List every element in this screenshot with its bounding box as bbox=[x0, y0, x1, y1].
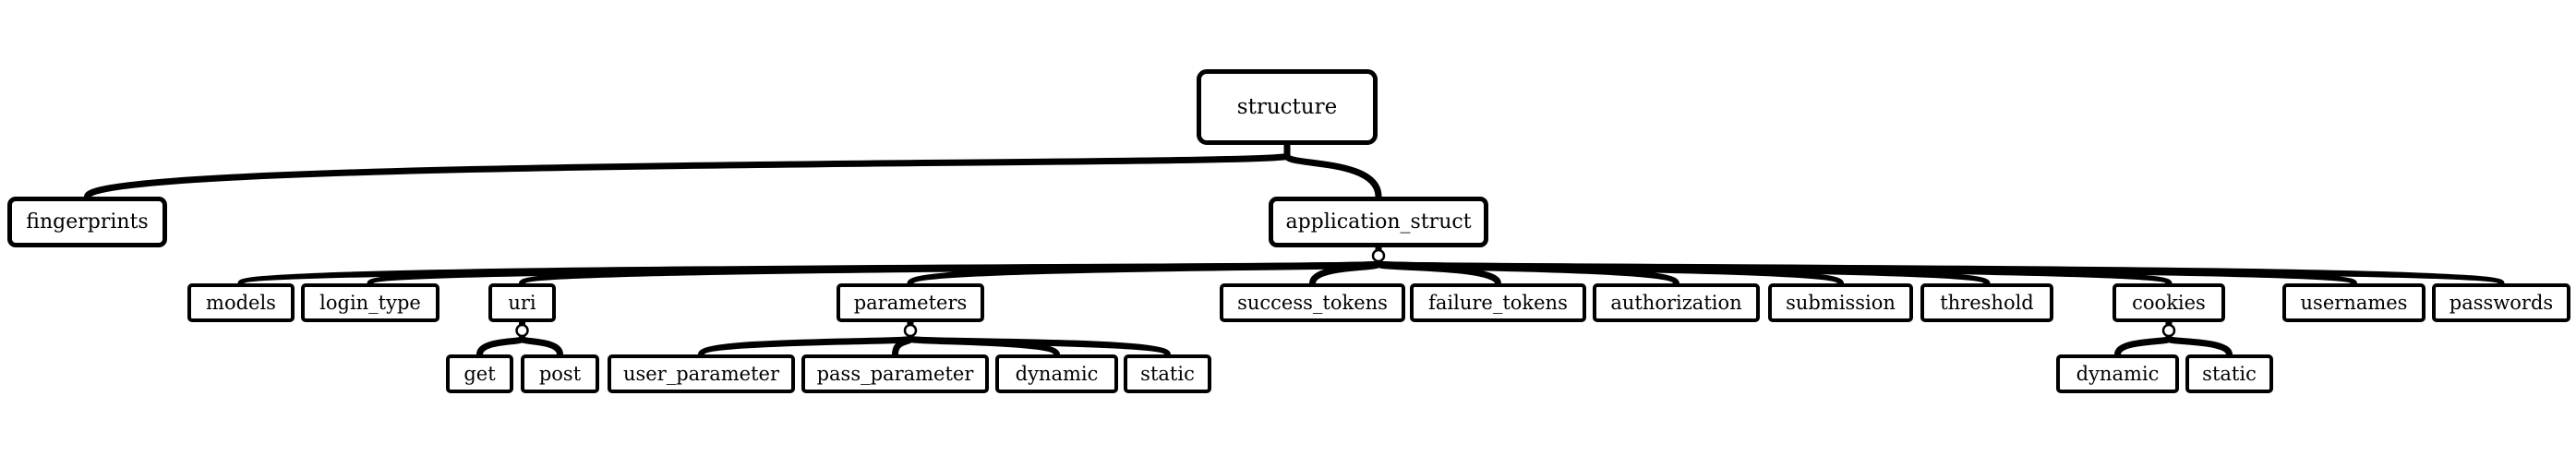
node-label: authorization bbox=[1610, 292, 1742, 314]
node-label: fingerprints bbox=[26, 210, 149, 234]
node-models[interactable]: models bbox=[187, 283, 295, 322]
node-label: submission bbox=[1786, 292, 1896, 314]
node-label: dynamic bbox=[2076, 363, 2160, 385]
node-cookies-dynamic[interactable]: dynamic bbox=[2056, 354, 2179, 393]
node-label: failure_tokens bbox=[1428, 292, 1568, 314]
node-fingerprints[interactable]: fingerprints bbox=[7, 197, 167, 247]
node-parameters-dynamic[interactable]: dynamic bbox=[995, 354, 1118, 393]
connector-parameters-user_parameter bbox=[698, 335, 914, 358]
choice-marker-cookies bbox=[2161, 323, 2176, 338]
node-label: cookies bbox=[2132, 292, 2206, 314]
node-passwords[interactable]: passwords bbox=[2432, 283, 2570, 322]
node-post[interactable]: post bbox=[521, 354, 599, 393]
node-usernames[interactable]: usernames bbox=[2282, 283, 2426, 322]
node-label: passwords bbox=[2449, 292, 2554, 314]
node-label: static bbox=[2202, 363, 2257, 385]
node-label: pass_parameter bbox=[816, 363, 974, 385]
choice-marker-uri bbox=[515, 323, 529, 338]
choice-marker-application_struct bbox=[1371, 248, 1386, 263]
node-label: get bbox=[463, 363, 496, 385]
node-user-parameter[interactable]: user_parameter bbox=[608, 354, 795, 393]
connector-cookies-cookie_dynamic bbox=[2114, 335, 2173, 358]
node-label: dynamic bbox=[1015, 363, 1099, 385]
node-label: static bbox=[1140, 363, 1195, 385]
node-cookies-static[interactable]: static bbox=[2185, 354, 2273, 393]
connector-uri-get bbox=[476, 335, 525, 358]
node-label: threshold bbox=[1940, 292, 2034, 314]
node-uri[interactable]: uri bbox=[488, 283, 556, 322]
node-threshold[interactable]: threshold bbox=[1920, 283, 2053, 322]
node-parameters-static[interactable]: static bbox=[1124, 354, 1211, 393]
node-submission[interactable]: submission bbox=[1768, 283, 1913, 322]
node-structure[interactable]: structure bbox=[1197, 69, 1378, 145]
connector-parameters-param_static bbox=[907, 335, 1171, 358]
node-parameters[interactable]: parameters bbox=[837, 283, 984, 322]
node-pass-parameter[interactable]: pass_parameter bbox=[801, 354, 989, 393]
connector-structure-fingerprints bbox=[84, 152, 1291, 200]
connector-application_struct-passwords bbox=[1375, 260, 2505, 287]
node-get[interactable]: get bbox=[446, 354, 513, 393]
node-label: models bbox=[206, 292, 276, 314]
connector-structure-application_struct bbox=[1283, 152, 1382, 200]
node-label: uri bbox=[508, 292, 536, 314]
node-failure-tokens[interactable]: failure_tokens bbox=[1410, 283, 1586, 322]
node-success-tokens[interactable]: success_tokens bbox=[1220, 283, 1405, 322]
node-label: post bbox=[538, 363, 582, 385]
node-label: structure bbox=[1236, 95, 1338, 119]
node-label: usernames bbox=[2300, 292, 2408, 314]
node-label: application_struct bbox=[1285, 210, 1472, 234]
node-label: user_parameter bbox=[622, 363, 780, 385]
node-application-struct[interactable]: application_struct bbox=[1269, 197, 1488, 247]
choice-marker-parameters bbox=[903, 323, 918, 338]
node-label: login_type bbox=[319, 292, 421, 314]
node-login-type[interactable]: login_type bbox=[301, 283, 439, 322]
node-label: success_tokens bbox=[1237, 292, 1388, 314]
node-cookies[interactable]: cookies bbox=[2113, 283, 2225, 322]
connector-uri-post bbox=[519, 335, 563, 358]
connector-cookies-cookie_static bbox=[2165, 335, 2233, 358]
node-authorization[interactable]: authorization bbox=[1593, 283, 1760, 322]
node-label: parameters bbox=[853, 292, 968, 314]
